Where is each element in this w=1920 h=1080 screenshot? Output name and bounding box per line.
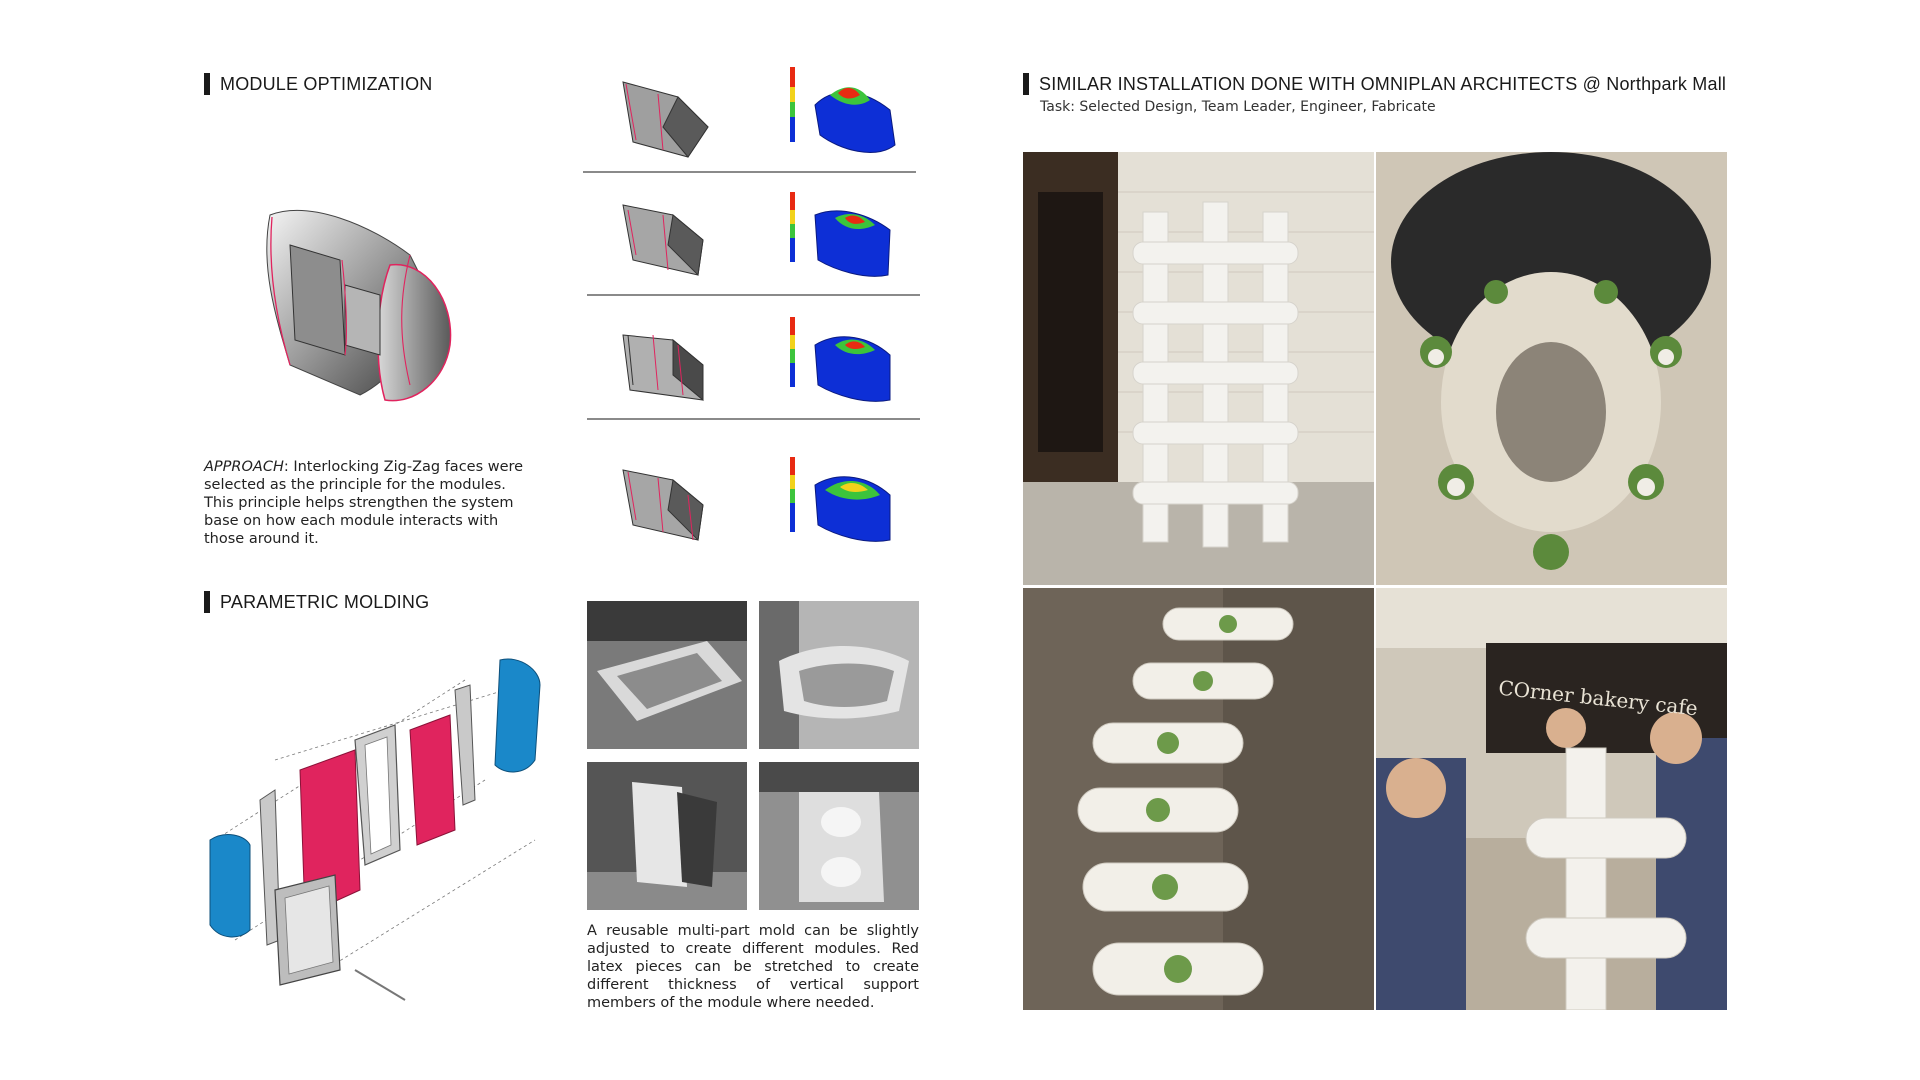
section-title-installation: SIMILAR INSTALLATION DONE WITH OMNIPLAN … [1023,72,1726,96]
section-title-module-optimization: MODULE OPTIMIZATION [204,72,432,96]
module-variant-render [618,72,713,162]
installation-task: Task: Selected Design, Team Leader, Engi… [1040,99,1436,115]
mold-photo-1 [587,601,747,749]
section-title-text: PARAMETRIC MOLDING [220,591,430,612]
installation-photo-modules [1023,588,1374,1010]
mold-photo-3 [587,762,747,910]
title-bar-marker [204,591,210,613]
row-divider [587,418,920,420]
exploded-mold-icon [205,640,555,1010]
module-variant-render [618,320,713,405]
row-divider [583,171,916,173]
mold-photo-2 [759,601,919,749]
module-render-icon [250,205,465,420]
section-title-text: MODULE OPTIMIZATION [220,73,433,94]
module-variant-render [618,195,713,280]
installation-photo-tower [1023,152,1374,585]
section-title-parametric-molding: PARAMETRIC MOLDING [204,590,429,614]
fea-heatmap-icon [790,315,910,410]
fea-heatmap-icon [790,65,910,165]
approach-paragraph: APPROACH: Interlocking Zig-Zag faces wer… [204,458,524,548]
installation-photo-interior [1376,152,1727,585]
title-bar-marker [204,73,210,95]
mold-photo-4 [759,762,919,910]
section-title-text: SIMILAR INSTALLATION DONE WITH OMNIPLAN … [1039,73,1727,94]
installation-photo-assembly: COrner bakery cafe [1376,588,1727,1010]
fea-heatmap-icon [790,190,910,285]
row-divider [587,294,920,296]
title-bar-marker [1023,73,1029,95]
approach-label: APPROACH [204,459,284,475]
mold-caption: A reusable multi-part mold can be slight… [587,923,919,1011]
module-variant-render [618,460,713,545]
fea-heatmap-icon [790,455,910,550]
approach-text: : Interlocking Zig-Zag faces were select… [204,459,524,547]
